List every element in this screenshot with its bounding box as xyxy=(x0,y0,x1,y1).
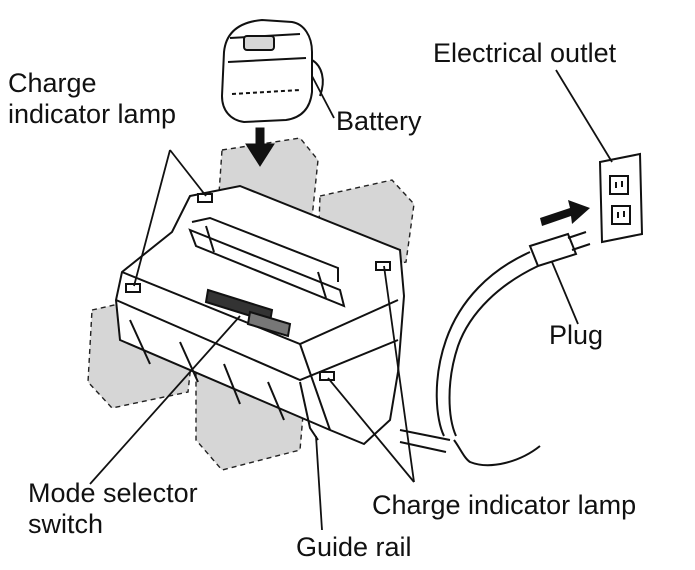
label-electrical-outlet: Electrical outlet xyxy=(433,38,617,68)
plug-arrow xyxy=(540,200,590,226)
label-line: Mode selector xyxy=(28,478,198,508)
label-line: Charge xyxy=(8,68,97,98)
label-mode-selector-switch: Mode selector switch xyxy=(28,478,198,540)
battery-pack xyxy=(220,18,324,124)
leader-lines xyxy=(89,69,613,531)
leader-charge-top-a xyxy=(169,149,207,197)
label-battery: Battery xyxy=(336,106,422,136)
leader-battery xyxy=(311,75,335,119)
insert-arrow xyxy=(245,127,275,167)
label-guide-rail: Guide rail xyxy=(296,532,412,562)
leader-charge-bottom-b xyxy=(327,377,415,483)
charger-body xyxy=(114,184,406,446)
label-plug: Plug xyxy=(549,320,604,350)
leader-outlet xyxy=(555,69,613,163)
label-line: indicator lamp xyxy=(8,99,177,129)
leader-charge-top-b xyxy=(133,149,171,287)
plug-and-cord xyxy=(399,231,591,467)
label-line: switch xyxy=(28,509,104,539)
leader-plug xyxy=(551,261,579,325)
leader-guide xyxy=(315,435,323,531)
leader-mode xyxy=(89,315,241,485)
label-charge-indicator-lamp-bottom: Charge indicator lamp xyxy=(372,490,637,520)
electrical-outlet xyxy=(598,152,644,244)
label-charge-indicator-lamp-top: Charge indicator lamp xyxy=(8,68,176,130)
leader-charge-bottom-a xyxy=(383,265,415,483)
